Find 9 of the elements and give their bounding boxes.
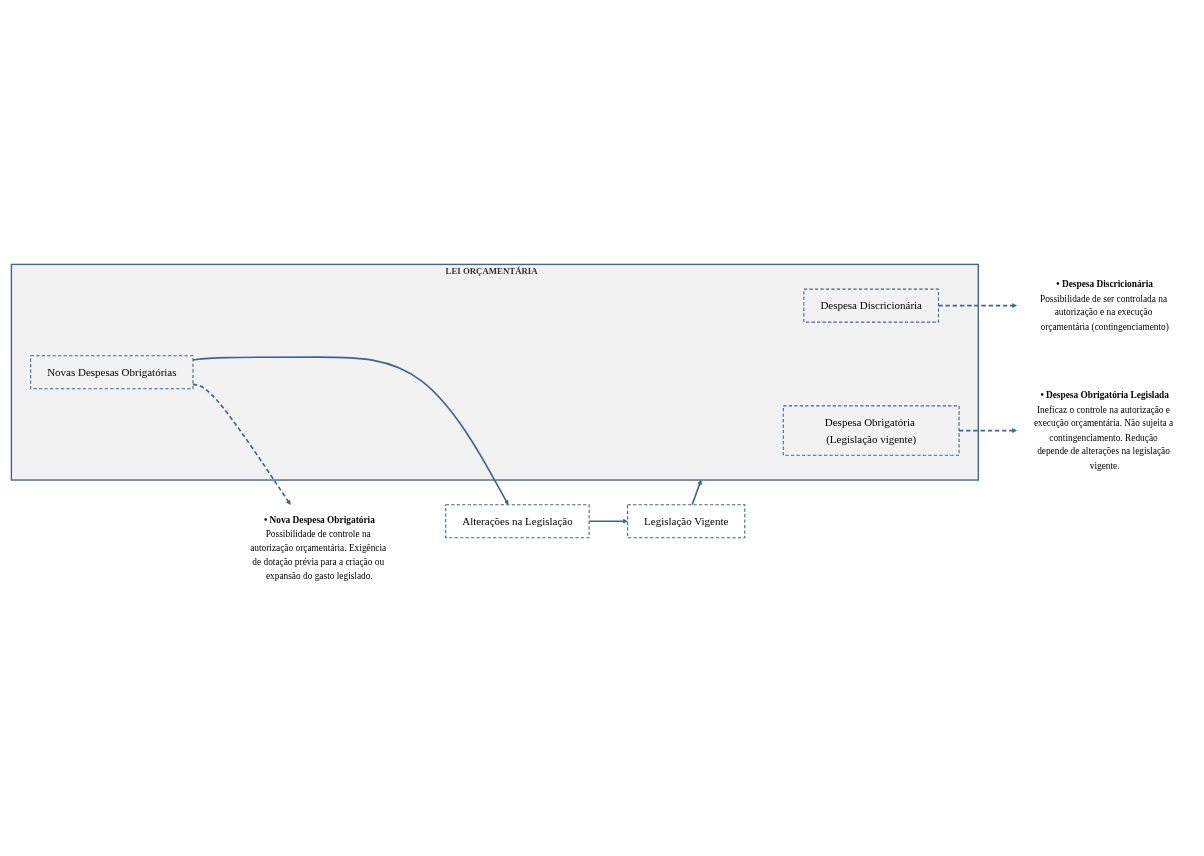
arrow [691,479,702,506]
node-box: Novas Despesas Obrigatórias [30,355,194,390]
node-box: Despesa Discricionária [803,288,939,323]
node-text: • Despesa Obrigatória Legislada Ineficaz o controle na autorização e execução orçamentária. Não sujeita a contingenciamento. Redução depende de alterações na legislação vigente. [1033,390,1174,471]
node-box: Despesa Obrigatória (Legislação vigente) [782,405,960,457]
node-text: • Despesa Discricionária Possibilidade de ser controlada na autorização e na execução orçamentária (contingenciamento) [1039,279,1169,332]
node-box: Alterações na Legislação [445,504,590,539]
node-box: Legislação Vigente [627,504,746,539]
node-text: • Nova Despesa Obrigatória Possibilidade de controle na autorização orçamentária. Exigência de dotação prévia para a criação ou expansão do gasto legislado. [250,514,387,582]
